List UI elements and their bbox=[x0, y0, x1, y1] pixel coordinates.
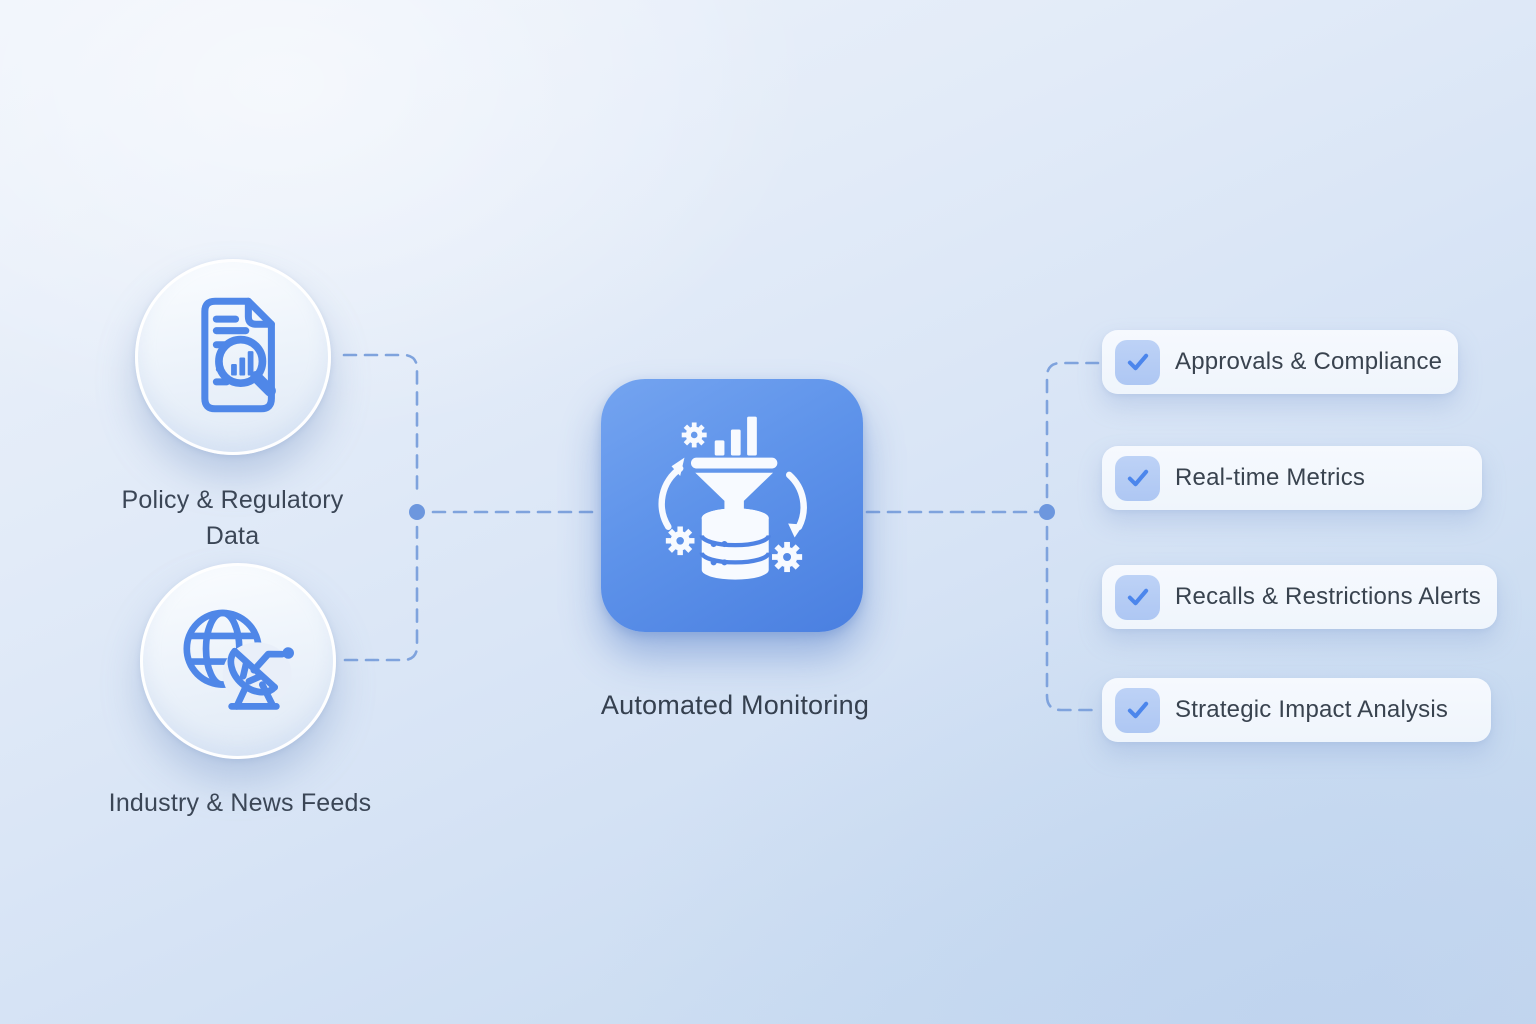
checked-checkbox bbox=[1115, 574, 1160, 620]
document-chart-magnifier-icon bbox=[169, 291, 297, 424]
connector-right-junction-up bbox=[1045, 361, 1100, 499]
right-junction-dot bbox=[1039, 504, 1055, 520]
source-node-industry bbox=[140, 563, 336, 759]
database-glyph bbox=[699, 508, 771, 580]
source-node-policy bbox=[135, 259, 331, 455]
checkmark-icon bbox=[1127, 701, 1148, 719]
data-funnel-database-icon bbox=[624, 395, 840, 616]
globe-satellite-icon bbox=[174, 595, 302, 728]
checked-checkbox bbox=[1115, 455, 1160, 501]
checkmark-icon bbox=[1127, 588, 1148, 606]
output-card-recalls-restrictions-alerts: Recalls & Restrictions Alerts bbox=[1102, 565, 1497, 629]
gear-icon bbox=[665, 422, 803, 573]
source-label-policy-line1: Policy & Regulatory bbox=[121, 486, 344, 514]
output-label: Recalls & Restrictions Alerts bbox=[1175, 583, 1481, 610]
checked-checkbox bbox=[1115, 687, 1160, 733]
connector-industry-to-junction bbox=[343, 525, 419, 662]
cycle-arrows-glyph bbox=[658, 465, 807, 530]
output-label: Strategic Impact Analysis bbox=[1175, 696, 1449, 723]
output-card-approvals-compliance: Approvals & Compliance bbox=[1102, 330, 1458, 394]
output-card-strategic-impact-analysis: Strategic Impact Analysis bbox=[1102, 678, 1491, 742]
hub-node-automated-monitoring bbox=[601, 379, 863, 632]
source-label-policy-line2: Data bbox=[205, 522, 260, 550]
bar-chart-glyph bbox=[714, 416, 757, 456]
hub-label: Automated Monitoring bbox=[600, 690, 870, 720]
output-card-realtime-metrics: Real-time Metrics bbox=[1102, 446, 1482, 510]
checkmark-icon bbox=[1127, 469, 1148, 487]
connector-right-junction-down bbox=[1045, 525, 1100, 712]
output-label: Approvals & Compliance bbox=[1175, 348, 1443, 375]
checked-checkbox bbox=[1115, 339, 1160, 385]
source-label-industry: Industry & News Feeds bbox=[108, 789, 372, 817]
checkmark-icon bbox=[1127, 353, 1148, 371]
source-label-policy: Policy & Regulatory Data bbox=[60, 482, 405, 554]
output-label: Real-time Metrics bbox=[1175, 464, 1366, 491]
connector-policy-to-junction bbox=[342, 353, 419, 499]
left-junction-dot bbox=[409, 504, 425, 520]
